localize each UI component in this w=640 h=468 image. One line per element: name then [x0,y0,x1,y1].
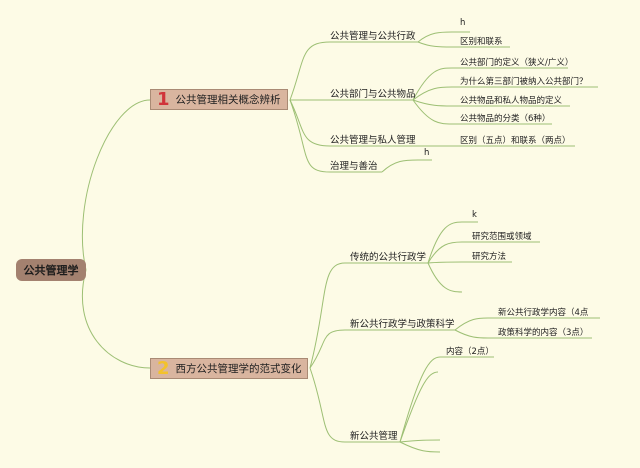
b1-item-goods-child-3[interactable]: 公共物品和私人物品的定义 [460,96,563,106]
b1-item-admin-child-2[interactable]: 区别和联系 [460,37,503,47]
b2-item-new-admin-child-2[interactable]: 政策科学的内容（3点） [498,328,589,338]
b1-item-private-child-1[interactable]: 区别（五点）和联系（两点） [460,136,571,146]
branch1-title: 公共管理相关概念辨析 [175,94,281,106]
b2-item-npm[interactable]: 新公共管理 [350,431,398,442]
b1-item-goods-child-4[interactable]: 公共物品的分类（6种） [460,114,551,124]
b2-item-new-admin[interactable]: 新公共行政学与政策科学 [350,319,455,330]
branch2-title: 西方公共管理学的范式变化 [175,363,302,375]
b1-item-goods[interactable]: 公共部门与公共物品 [330,89,416,100]
b1-item-private[interactable]: 公共管理与私人管理 [330,135,416,146]
b2-item-traditional-child-2[interactable]: 研究范围或领域 [472,232,532,242]
root-node[interactable]: 公共管理学 [16,259,86,281]
branch1-node[interactable]: 1 公共管理相关概念辨析 [150,89,288,110]
branch1-number: 1 [157,88,170,110]
b2-item-new-admin-child-1[interactable]: 新公共行政学内容（4点 [498,308,589,318]
b1-item-governance[interactable]: 治理与善治 [330,161,378,172]
b1-item-governance-child-1[interactable]: h [424,148,430,158]
b2-item-npm-child-1[interactable]: 内容（2点） [446,347,494,357]
b2-item-traditional-child-1[interactable]: k [472,210,477,220]
b2-item-traditional[interactable]: 传统的公共行政学 [350,252,427,263]
b1-item-admin[interactable]: 公共管理与公共行政 [330,31,416,42]
b1-item-goods-child-2[interactable]: 为什么第三部门被纳入公共部门？ [460,77,588,87]
b1-item-admin-child-1[interactable]: h [460,18,466,28]
branch2-node[interactable]: 2 西方公共管理学的范式变化 [150,358,308,379]
branch2-number: 2 [157,357,170,379]
b2-item-traditional-child-3[interactable]: 研究方法 [472,252,507,262]
b1-item-goods-child-1[interactable]: 公共部门的定义（狭义/广义） [460,58,574,68]
